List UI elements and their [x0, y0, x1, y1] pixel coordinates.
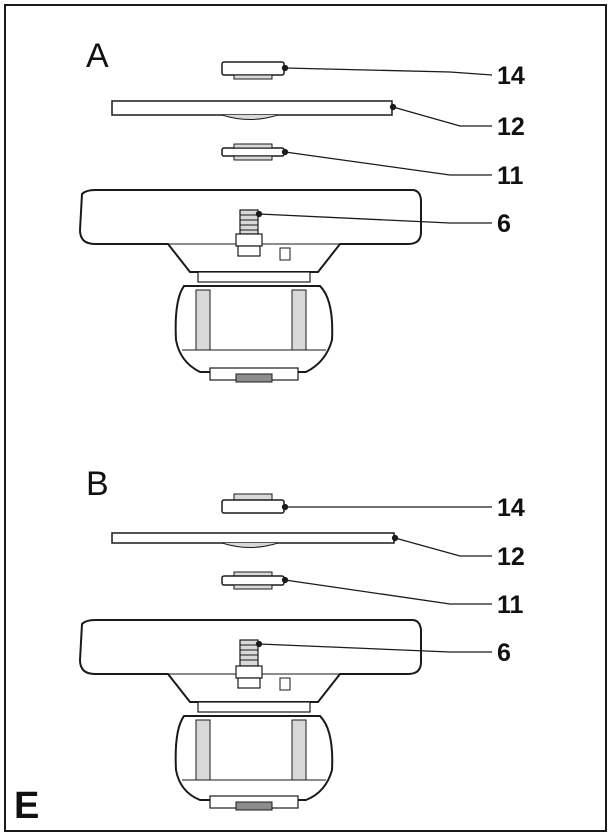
panel-a-callout-14: 14 [497, 62, 525, 90]
panel-a-callout-12: 12 [497, 113, 525, 141]
panel-b-leaders [255, 503, 492, 653]
panel-a-leaders [255, 64, 493, 224]
part-11-flange [221, 571, 285, 590]
part-14-flange [221, 493, 285, 514]
panel-b-letter: B [86, 465, 109, 503]
panel-a-letter: A [86, 37, 109, 75]
part-12-disc [111, 100, 393, 120]
panel-a: A [78, 37, 525, 383]
part-12-disc [111, 532, 395, 548]
panel-b-callout-12: 12 [497, 543, 525, 571]
panel-b: B [78, 465, 525, 811]
panel-b-callout-11: 11 [497, 591, 524, 619]
figure-label: E [14, 785, 39, 827]
motor-body [174, 701, 334, 811]
panel-a-callout-11: 11 [497, 162, 524, 190]
motor-body [174, 271, 334, 383]
panel-b-callout-6: 6 [497, 639, 511, 667]
panel-b-callout-14: 14 [497, 494, 525, 522]
diagram-border [4, 4, 607, 832]
part-11-flange [221, 143, 285, 161]
part-14-flange [221, 61, 285, 80]
panel-a-callout-6: 6 [497, 210, 511, 238]
part-6-spindle [235, 209, 291, 261]
part-6-spindle [235, 639, 291, 691]
